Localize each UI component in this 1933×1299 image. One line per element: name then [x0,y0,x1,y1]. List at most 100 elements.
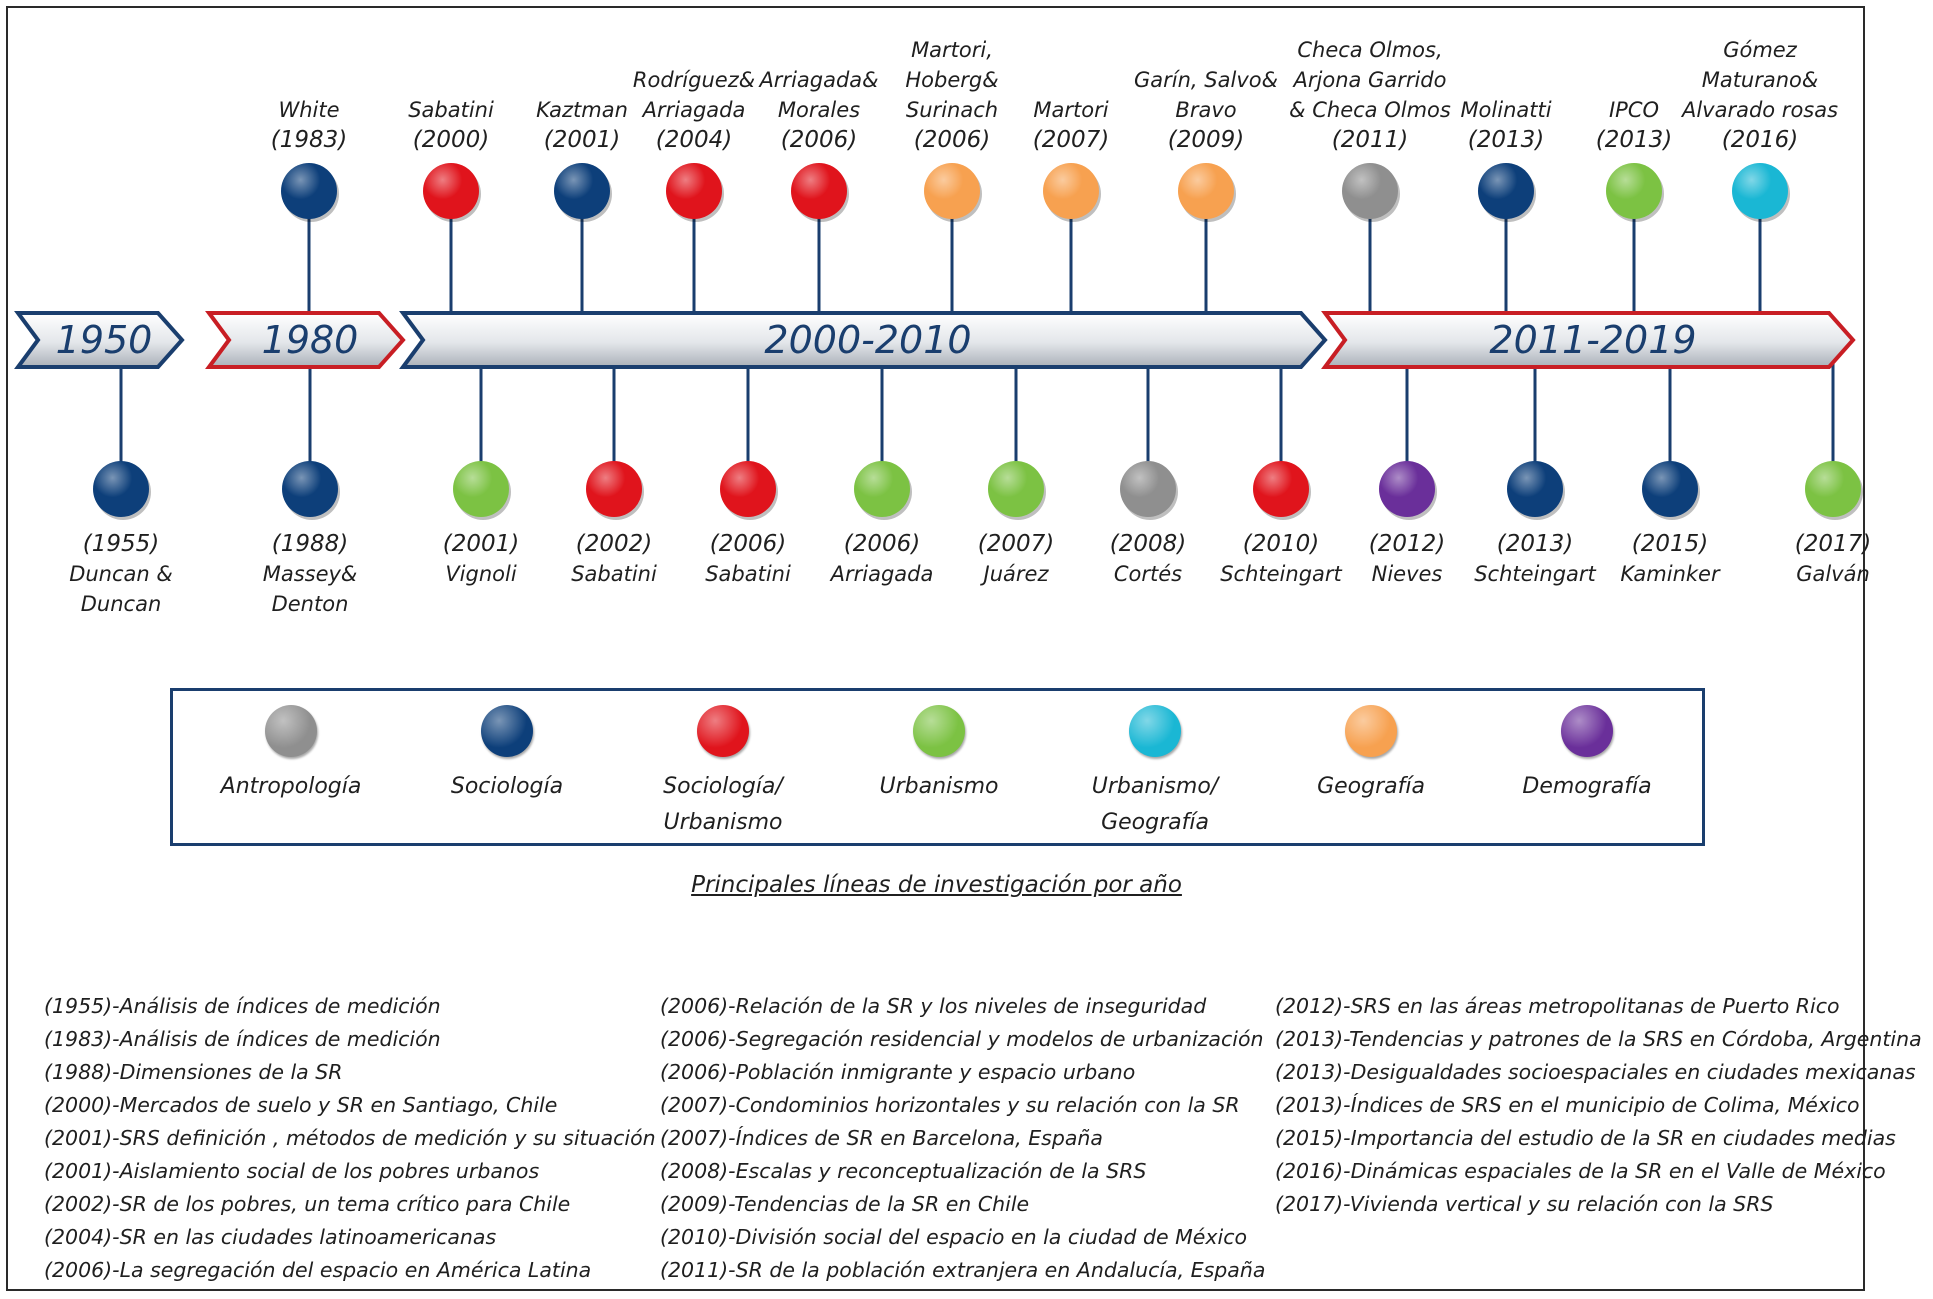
bottom-event-label: (2013) Schteingart [1435,529,1635,589]
event-year: (2007) [1032,127,1110,153]
event-author: Hoberg& [905,68,999,92]
note-line: (2013)-Desigualdades socioespaciales en … [1275,1060,1916,1084]
note-line: (2011)-SR de la población extranjera en … [660,1258,1266,1282]
event-dot-highlight [791,163,847,219]
top-event-label: Sabatini(2000) [341,95,561,155]
event-dot-highlight [854,461,910,517]
legend-label: Urbanismo [849,769,1029,805]
event-author: Vignoli [445,562,517,586]
event-dot-highlight [1342,163,1398,219]
legend-label-line: Sociología/ [663,774,783,799]
event-dot-highlight [554,163,610,219]
event-year: (2001) [442,531,520,557]
event-dot-highlight [1642,461,1698,517]
event-dot-highlight [1253,461,1309,517]
event-author: Morales [777,98,861,122]
note-line: (2007)-Índices de SR en Barcelona, Españ… [660,1126,1103,1150]
event-year: (2004) [655,127,733,153]
legend-label: Demografía [1497,769,1677,805]
event-author: Schteingart [1474,562,1596,586]
event-dot-highlight [1120,461,1176,517]
event-year: (2008) [1109,531,1187,557]
bottom-event-label: (2007) Juárez [916,529,1116,589]
period-arrow [399,311,1328,369]
event-author: Massey& [262,562,358,586]
event-year: (2013) [1496,531,1574,557]
event-year: (2017) [1794,531,1872,557]
legend-item: Sociología/Urbanismo [633,691,813,841]
notes-column-2: (2006)-Relación de la SR y los niveles d… [660,990,1265,1287]
event-dot-highlight [1606,163,1662,219]
event-year: (2016) [1721,127,1799,153]
bottom-event-label: (2015)Kaminker [1570,529,1770,589]
event-dot-highlight [282,461,338,517]
event-dot-highlight [281,163,337,219]
event-author: Arriagada& [759,68,879,92]
event-author: White [278,98,340,122]
event-author: Duncan [80,592,162,616]
event-year: (2013) [1467,127,1545,153]
top-event-label: Martori (2007) [961,95,1181,155]
legend-label: Sociología/Urbanismo [633,769,813,841]
note-line: (1955)-Análisis de índices de medición [44,994,441,1018]
period-label: 1950 [56,318,153,362]
period-arrow [14,311,185,369]
event-author: Schteingart [1220,562,1342,586]
legend-swatch [1129,705,1181,757]
event-author: & Checa Olmos [1289,98,1451,122]
event-dot-highlight [720,461,776,517]
event-dot-highlight [666,163,722,219]
event-year: (2001) [543,127,621,153]
event-author: Duncan & [69,562,173,586]
period-arrow [205,311,406,369]
event-author: Checa Olmos, [1297,38,1443,62]
bottom-event-label: (2006)Sabatini [648,529,848,589]
top-event-label: Martori,Hoberg&Surinach(2006) [842,35,1062,155]
legend-label-line: Urbanismo [663,810,783,835]
event-author: Sabatini [408,98,494,122]
event-year: (2009) [1167,127,1245,153]
figure-frame [6,6,1865,1291]
event-year: (2002) [575,531,653,557]
event-author: Arjona Garrido [1293,68,1447,92]
bottom-event-label: (2006)Arriagada [782,529,982,589]
event-year: (2015) [1631,531,1709,557]
legend-label-line: Geografía [1101,810,1209,835]
note-line: (2016)-Dinámicas espaciales de la SR en … [1275,1159,1886,1183]
note-line: (1983)-Análisis de índices de medición [44,1027,441,1051]
event-year: (2013) [1595,127,1673,153]
legend-label: Geografía [1281,769,1461,805]
event-author: IPCO [1608,98,1660,122]
legend-swatch [265,705,317,757]
event-dot-highlight [924,163,980,219]
note-line: (2008)-Escalas y reconceptualización de … [660,1159,1147,1183]
event-author: Denton [271,592,349,616]
event-author: Garín, Salvo& [1134,68,1278,92]
legend-item: Sociología [417,691,597,841]
legend-item: Demografía [1497,691,1677,841]
event-author: Martori, [911,38,993,62]
legend-label: Sociología [417,769,597,805]
legend-item: Geografía [1281,691,1461,841]
legend-item: Urbanismo/Geografía [1065,691,1245,841]
note-line: (2006)-Segregación residencial y modelos… [660,1027,1264,1051]
bottom-event-label: (1955)Duncan &Duncan [21,529,221,619]
event-year: (2010) [1242,531,1320,557]
event-author: Cortés [1113,562,1183,586]
bottom-event-label: (2012)Nieves [1307,529,1507,589]
note-line: (2006)-La segregación del espacio en Amé… [44,1258,592,1282]
legend-item: Antropología [201,691,381,841]
event-author: Bravo [1175,98,1237,122]
note-line: (2001)-SRS definición , métodos de medic… [44,1126,656,1150]
event-author: Surinach [905,98,999,122]
bottom-event-label: (2017)Galván [1733,529,1933,589]
event-author: Juárez [983,562,1049,586]
caption: Principales líneas de investigación por … [691,872,1182,898]
event-dot-highlight [1732,163,1788,219]
event-year: (2007) [977,531,1055,557]
event-author: Martori [1033,98,1109,122]
top-event-label: Kaztman(2001) [472,95,692,155]
event-year: (1983) [270,127,348,153]
